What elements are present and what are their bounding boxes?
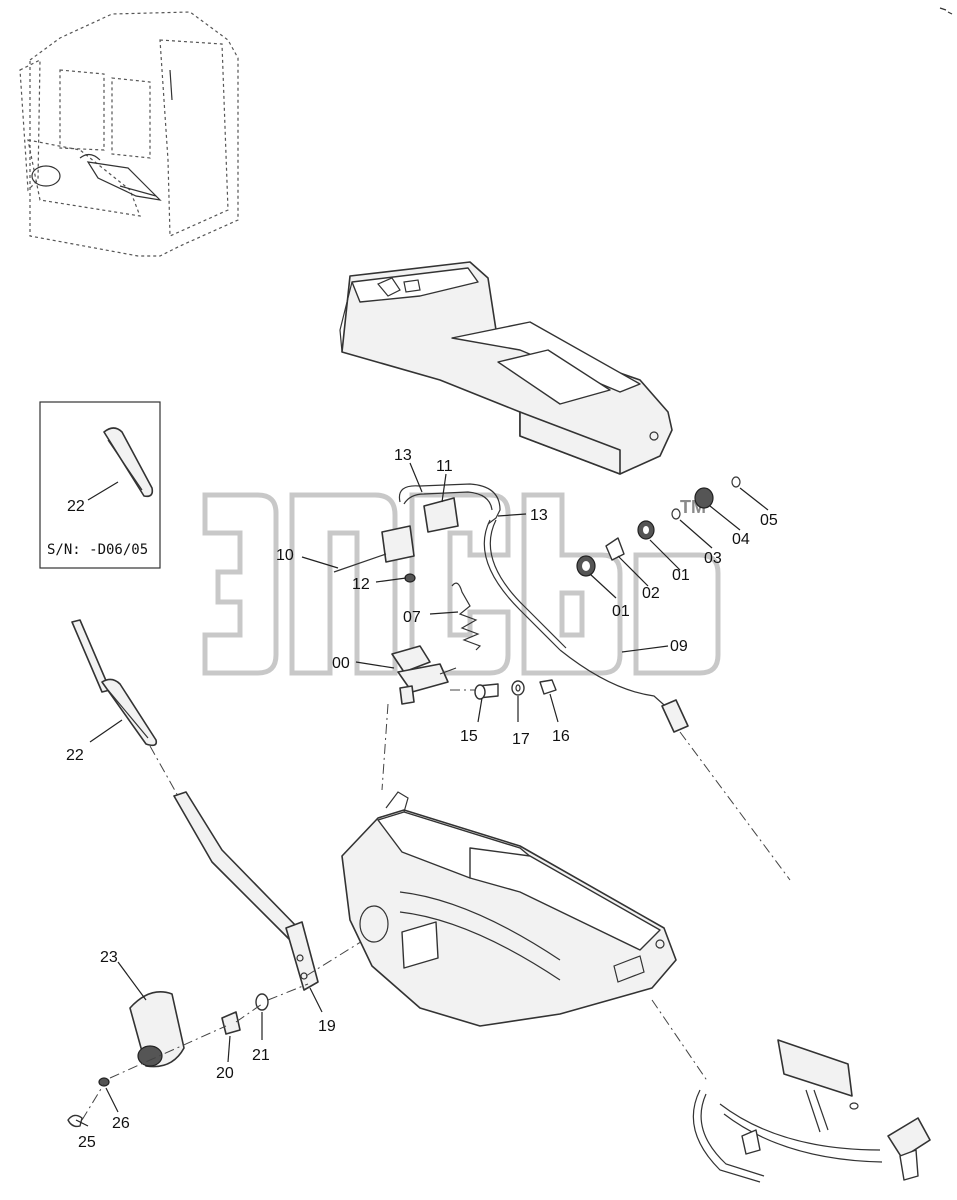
assembly-guide-line <box>381 703 389 791</box>
knob-and-hardware <box>67 983 309 1128</box>
cable-09 <box>559 649 791 881</box>
wiring-harness <box>651 999 931 1183</box>
callout-01: 01 <box>612 603 630 620</box>
callout-25: 25 <box>78 1134 96 1151</box>
callout-13: 13 <box>394 447 412 464</box>
callout-labels: 13 11 13 10 12 07 00 01 02 01 03 04 05 0… <box>66 447 778 1151</box>
shift-rod-assembly <box>71 619 319 991</box>
leader-lines <box>75 462 769 1127</box>
callout-22: 22 <box>66 747 84 764</box>
serial-number-note: S/N: -D06/05 <box>47 542 148 558</box>
callout-07: 07 <box>403 609 421 626</box>
bracket-assembly <box>333 483 567 651</box>
callout-02: 02 <box>642 585 660 602</box>
callout-21: 21 <box>252 1047 270 1064</box>
hardware-set-top-right <box>576 476 741 577</box>
hardware-15-17-16 <box>450 679 557 700</box>
callout-19: 19 <box>318 1018 336 1035</box>
callout-11: 11 <box>436 458 453 475</box>
block-00 <box>391 645 457 705</box>
callout-20: 20 <box>216 1065 234 1082</box>
lower-cover-panel <box>341 791 677 1027</box>
callout-05: 05 <box>760 512 778 529</box>
assembly-guide-line <box>305 929 381 977</box>
spring-07 <box>451 582 482 651</box>
callout-04: 04 <box>732 531 750 548</box>
callout-12: 12 <box>352 576 370 593</box>
callout-13: 13 <box>530 507 548 524</box>
callout-03: 03 <box>704 550 722 567</box>
watermark-logo: TM <box>202 492 721 676</box>
callout-26: 26 <box>112 1115 130 1132</box>
callout-15: 15 <box>460 728 478 745</box>
corner-mark <box>939 7 953 15</box>
callout-09: 09 <box>670 638 688 655</box>
inset-box: 22 S/N: -D06/05 <box>39 401 161 569</box>
callout-16: 16 <box>552 728 570 745</box>
console-housing <box>339 261 673 475</box>
callout-17: 17 <box>512 731 530 748</box>
callout-01: 01 <box>672 567 690 584</box>
callout-00: 00 <box>332 655 350 672</box>
cab-reference-illustration <box>19 11 239 257</box>
callout-22-inset: 22 <box>67 498 85 515</box>
callout-10: 10 <box>276 547 294 564</box>
callout-23: 23 <box>100 949 118 966</box>
